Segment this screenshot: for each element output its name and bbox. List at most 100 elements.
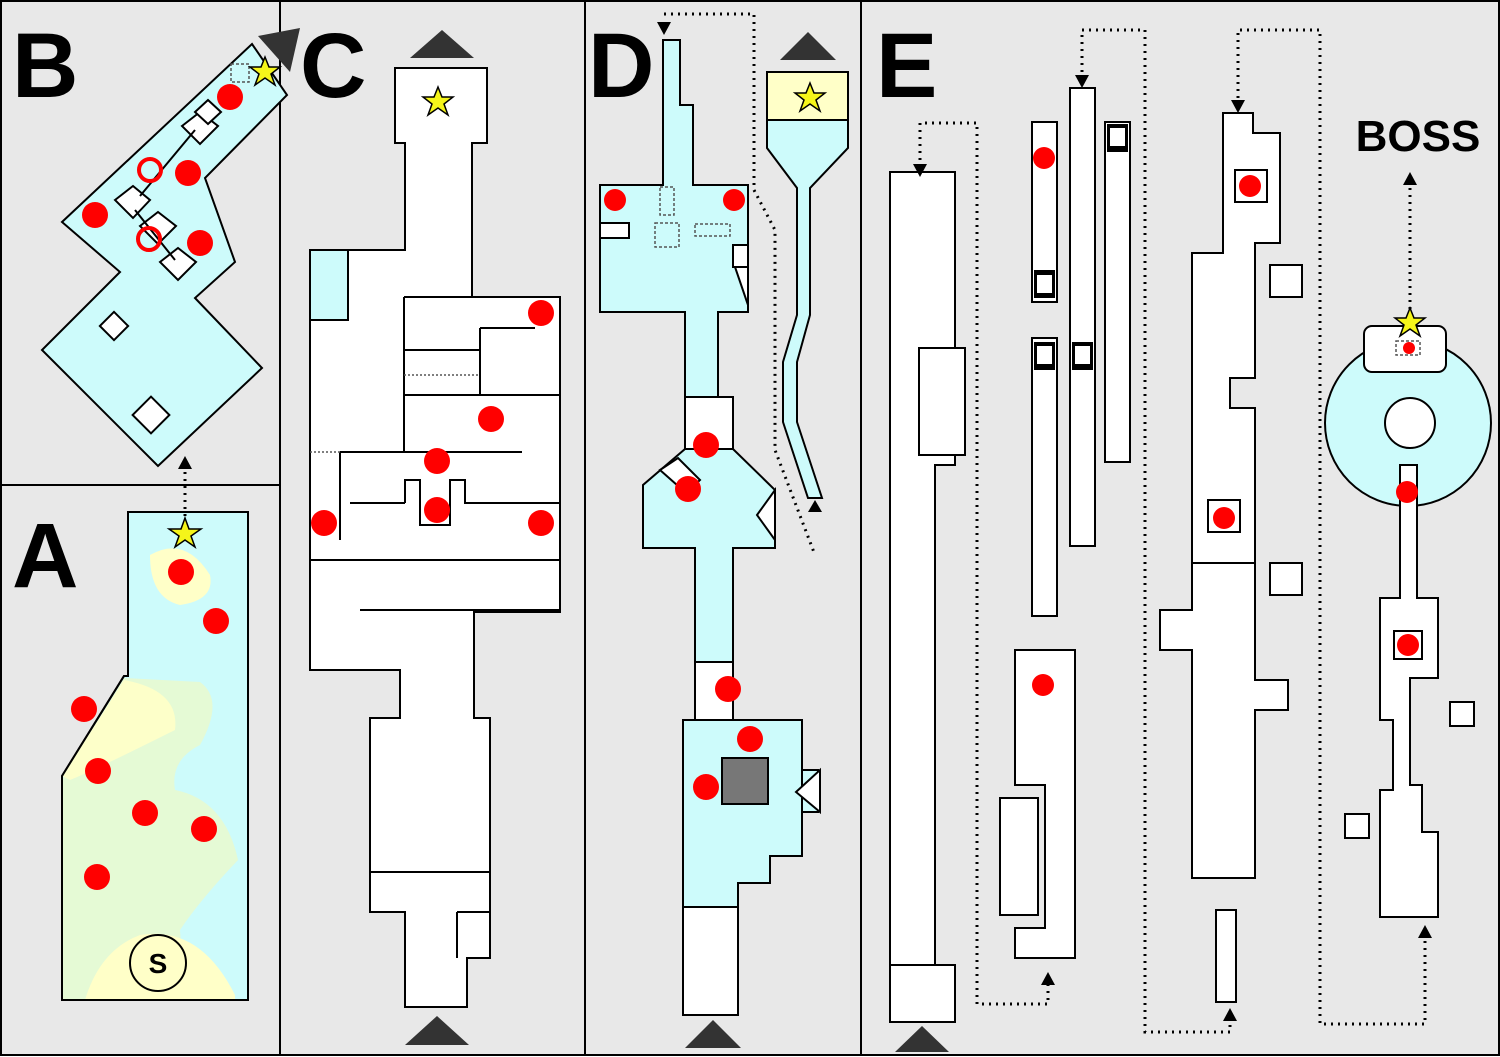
section-a-outline: [61, 511, 249, 1001]
narrow-shaft: [1104, 121, 1131, 463]
enemy-dot: [84, 864, 110, 890]
section-b-water-room: [40, 42, 289, 468]
trap-icon: [1072, 342, 1093, 370]
narrow-shaft: [1031, 337, 1058, 617]
wall: [404, 479, 560, 526]
enemy-dot: [71, 696, 97, 722]
ledge: [732, 244, 749, 268]
arrow-up-icon: [1418, 925, 1432, 938]
star-goal-icon: [166, 515, 204, 549]
block: [1344, 813, 1370, 839]
enemy-dot: [187, 230, 213, 256]
arrow-up-icon: [1041, 972, 1055, 985]
shaft-room: [1379, 464, 1439, 918]
arrow-down-icon: [657, 22, 671, 35]
sand-area-upper: [62, 680, 176, 780]
arrow-down-icon: [1075, 75, 1089, 88]
block: [1269, 264, 1303, 298]
enemy-dot: [1396, 481, 1418, 503]
star-goal-icon: [1392, 305, 1428, 338]
enemy-dot: [424, 448, 450, 474]
enemy-dot: [1033, 147, 1055, 169]
section-label-e: E: [876, 15, 937, 117]
triangle-entry-icon: [685, 1020, 741, 1048]
section-label-a: A: [12, 505, 78, 607]
section-b-map: [40, 28, 300, 468]
shaft-room: [1159, 112, 1289, 879]
enemy-dot: [693, 432, 719, 458]
block: [1449, 701, 1475, 727]
water-room-top: [599, 39, 749, 398]
section-label-b: B: [12, 15, 78, 117]
block: [1269, 562, 1303, 596]
enemy-ring: [136, 226, 162, 252]
enemy-dot: [132, 800, 158, 826]
hidden-block: [1395, 340, 1421, 356]
block: [131, 395, 171, 435]
star-goal-icon: [247, 54, 283, 87]
arrow-down-icon: [1231, 100, 1245, 113]
enemy-dot: [693, 774, 719, 800]
enemy-dot: [1032, 674, 1054, 696]
triangle-exit-icon: [258, 28, 300, 72]
triangle-exit-icon: [410, 30, 474, 58]
section-label-d: D: [588, 15, 654, 117]
corridor: [682, 906, 739, 1016]
narrow-shaft: [1215, 909, 1237, 1003]
enemy-dot: [82, 202, 108, 228]
dotted-path: [1080, 28, 1232, 1034]
ledge: [599, 222, 630, 239]
enemy-dot: [191, 816, 217, 842]
hidden-block: [230, 63, 250, 83]
star-goal-icon: [420, 84, 456, 117]
enemy-dot: [311, 510, 337, 536]
dotted-path: [1236, 28, 1427, 1026]
arrow-up-icon: [808, 500, 822, 512]
enemy-dot: [604, 189, 626, 211]
water-shaft: [766, 71, 849, 499]
trap-icon: [1034, 342, 1055, 370]
enemy-dot: [737, 726, 763, 752]
arrow-up-icon: [1223, 1008, 1237, 1021]
enemy-dot: [723, 189, 745, 211]
enemy-dot: [675, 476, 701, 502]
enemy-dot: [1213, 507, 1235, 529]
boss-label: BOSS: [1356, 112, 1481, 161]
trap-icon: [1107, 124, 1128, 152]
section-e-map: BOSS: [889, 28, 1492, 1052]
star-goal-icon: [792, 80, 828, 113]
connector-block: [193, 98, 223, 126]
section-c-map: [309, 30, 561, 1045]
ledge: [794, 767, 821, 815]
section-a-map: S: [61, 456, 249, 1001]
triangle-entry-icon: [405, 1016, 469, 1045]
narrow-shaft: [1069, 87, 1096, 547]
enemy-dot: [203, 608, 229, 634]
hidden-block: [659, 186, 675, 216]
dotted-path: [664, 12, 817, 556]
enemy-dot: [1239, 175, 1261, 197]
enemy-dot: [478, 406, 504, 432]
hidden-block: [654, 222, 680, 248]
shaft-room: [1014, 649, 1076, 959]
enemy-dot: [217, 84, 243, 110]
triangle-exit-icon: [780, 32, 836, 60]
arena-pillar: [1384, 397, 1436, 449]
connector-block: [138, 210, 178, 246]
arrow-up-icon: [1403, 172, 1417, 185]
section-label-c: C: [300, 15, 366, 117]
side-alcove: [918, 347, 966, 456]
stone-block: [721, 757, 769, 805]
enemy-dot: [715, 676, 741, 702]
enemy-dot: [85, 758, 111, 784]
enemy-dot: [1403, 342, 1415, 354]
enemy-dot: [424, 497, 450, 523]
enemy-ring: [137, 157, 163, 183]
start-marker-label: S: [149, 948, 168, 979]
trap-icon: [1034, 270, 1055, 298]
enemy-dot: [528, 300, 554, 326]
rail: [139, 129, 196, 197]
arrow-up-icon: [178, 456, 192, 469]
ledge: [755, 486, 776, 544]
